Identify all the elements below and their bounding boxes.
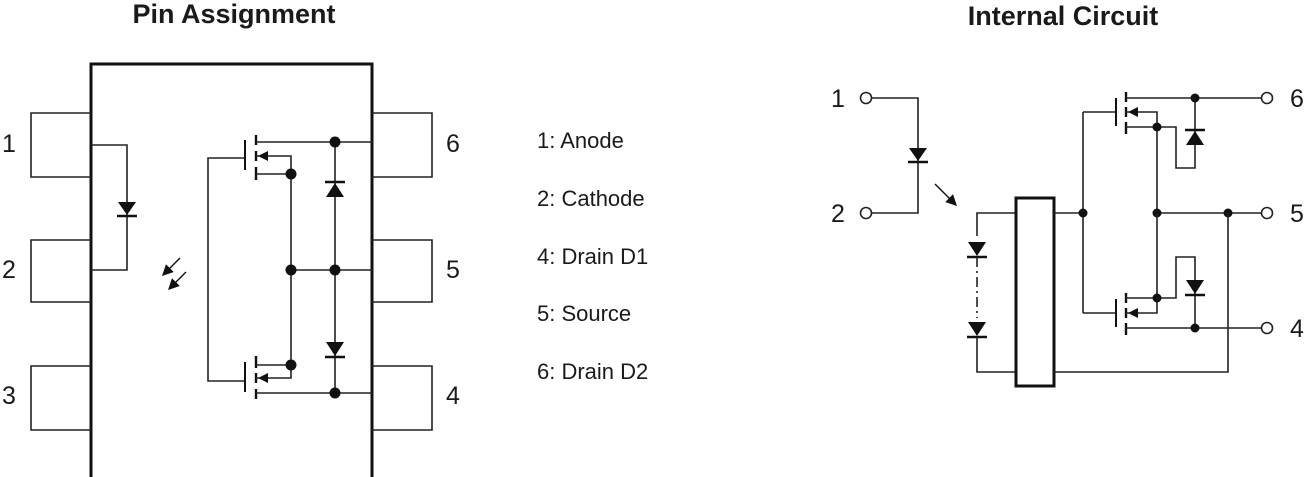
pin-tabs [30, 112, 433, 431]
led-symbol [91, 144, 137, 271]
pin-number-5: 5 [446, 256, 460, 284]
pin-tab-6 [372, 112, 433, 178]
ic-source-wiring [1054, 208, 1262, 373]
photodiode-array [967, 212, 1016, 373]
ic-mosfet-top-symbol [1115, 92, 1262, 213]
pin-tab-3 [30, 365, 91, 431]
ic-pin-number-1: 1 [831, 85, 845, 113]
ic-pin-number-4: 4 [1290, 315, 1304, 343]
pin-tab-4 [372, 365, 433, 431]
legend-item: 2: Cathode [537, 186, 645, 211]
pin-number-1: 1 [2, 130, 16, 158]
pin-tab-5 [372, 239, 433, 303]
pin-number-3: 3 [2, 382, 16, 410]
control-circuit-block [1014, 196, 1056, 388]
pin-assignment-title: Pin Assignment [132, 0, 335, 29]
legend-item: 4: Drain D1 [537, 244, 648, 269]
legend-item: 6: Drain D2 [537, 359, 648, 384]
ic-mosfet-bottom-symbol [1115, 256, 1262, 335]
pin-tab-1 [30, 112, 91, 178]
pin-number-6: 6 [446, 130, 460, 158]
legend-item: 1: Anode [537, 128, 624, 153]
terminal-circles [859, 91, 1274, 335]
ic-gate-wiring [1054, 111, 1116, 314]
package-body [89, 62, 374, 477]
ic-pin-number-6: 6 [1290, 85, 1304, 113]
legend-item: 5: Source [537, 301, 631, 326]
pin-number-4: 4 [446, 382, 460, 410]
pin-assignment-section: Pin Assignment 1 2 3 6 5 4 [2, 0, 648, 477]
light-arrows-icon [162, 257, 187, 290]
mosfet-top-symbol [244, 135, 335, 180]
pin-legend: 1: Anode 2: Cathode 4: Drain D1 5: Sourc… [537, 128, 648, 384]
ic-led-symbol [871, 97, 928, 214]
internal-circuit-section: Internal Circuit 1 2 6 5 4 [831, 1, 1304, 388]
internal-wiring [285, 136, 372, 399]
pin-number-2: 2 [2, 256, 16, 284]
ic-pin-number-5: 5 [1290, 200, 1304, 228]
pin-tab-2 [30, 239, 91, 303]
ic-pin-number-2: 2 [831, 200, 845, 228]
ic-light-arrow-icon [934, 183, 957, 206]
internal-circuit-title: Internal Circuit [968, 1, 1159, 31]
gate-drive-loop [207, 157, 245, 382]
